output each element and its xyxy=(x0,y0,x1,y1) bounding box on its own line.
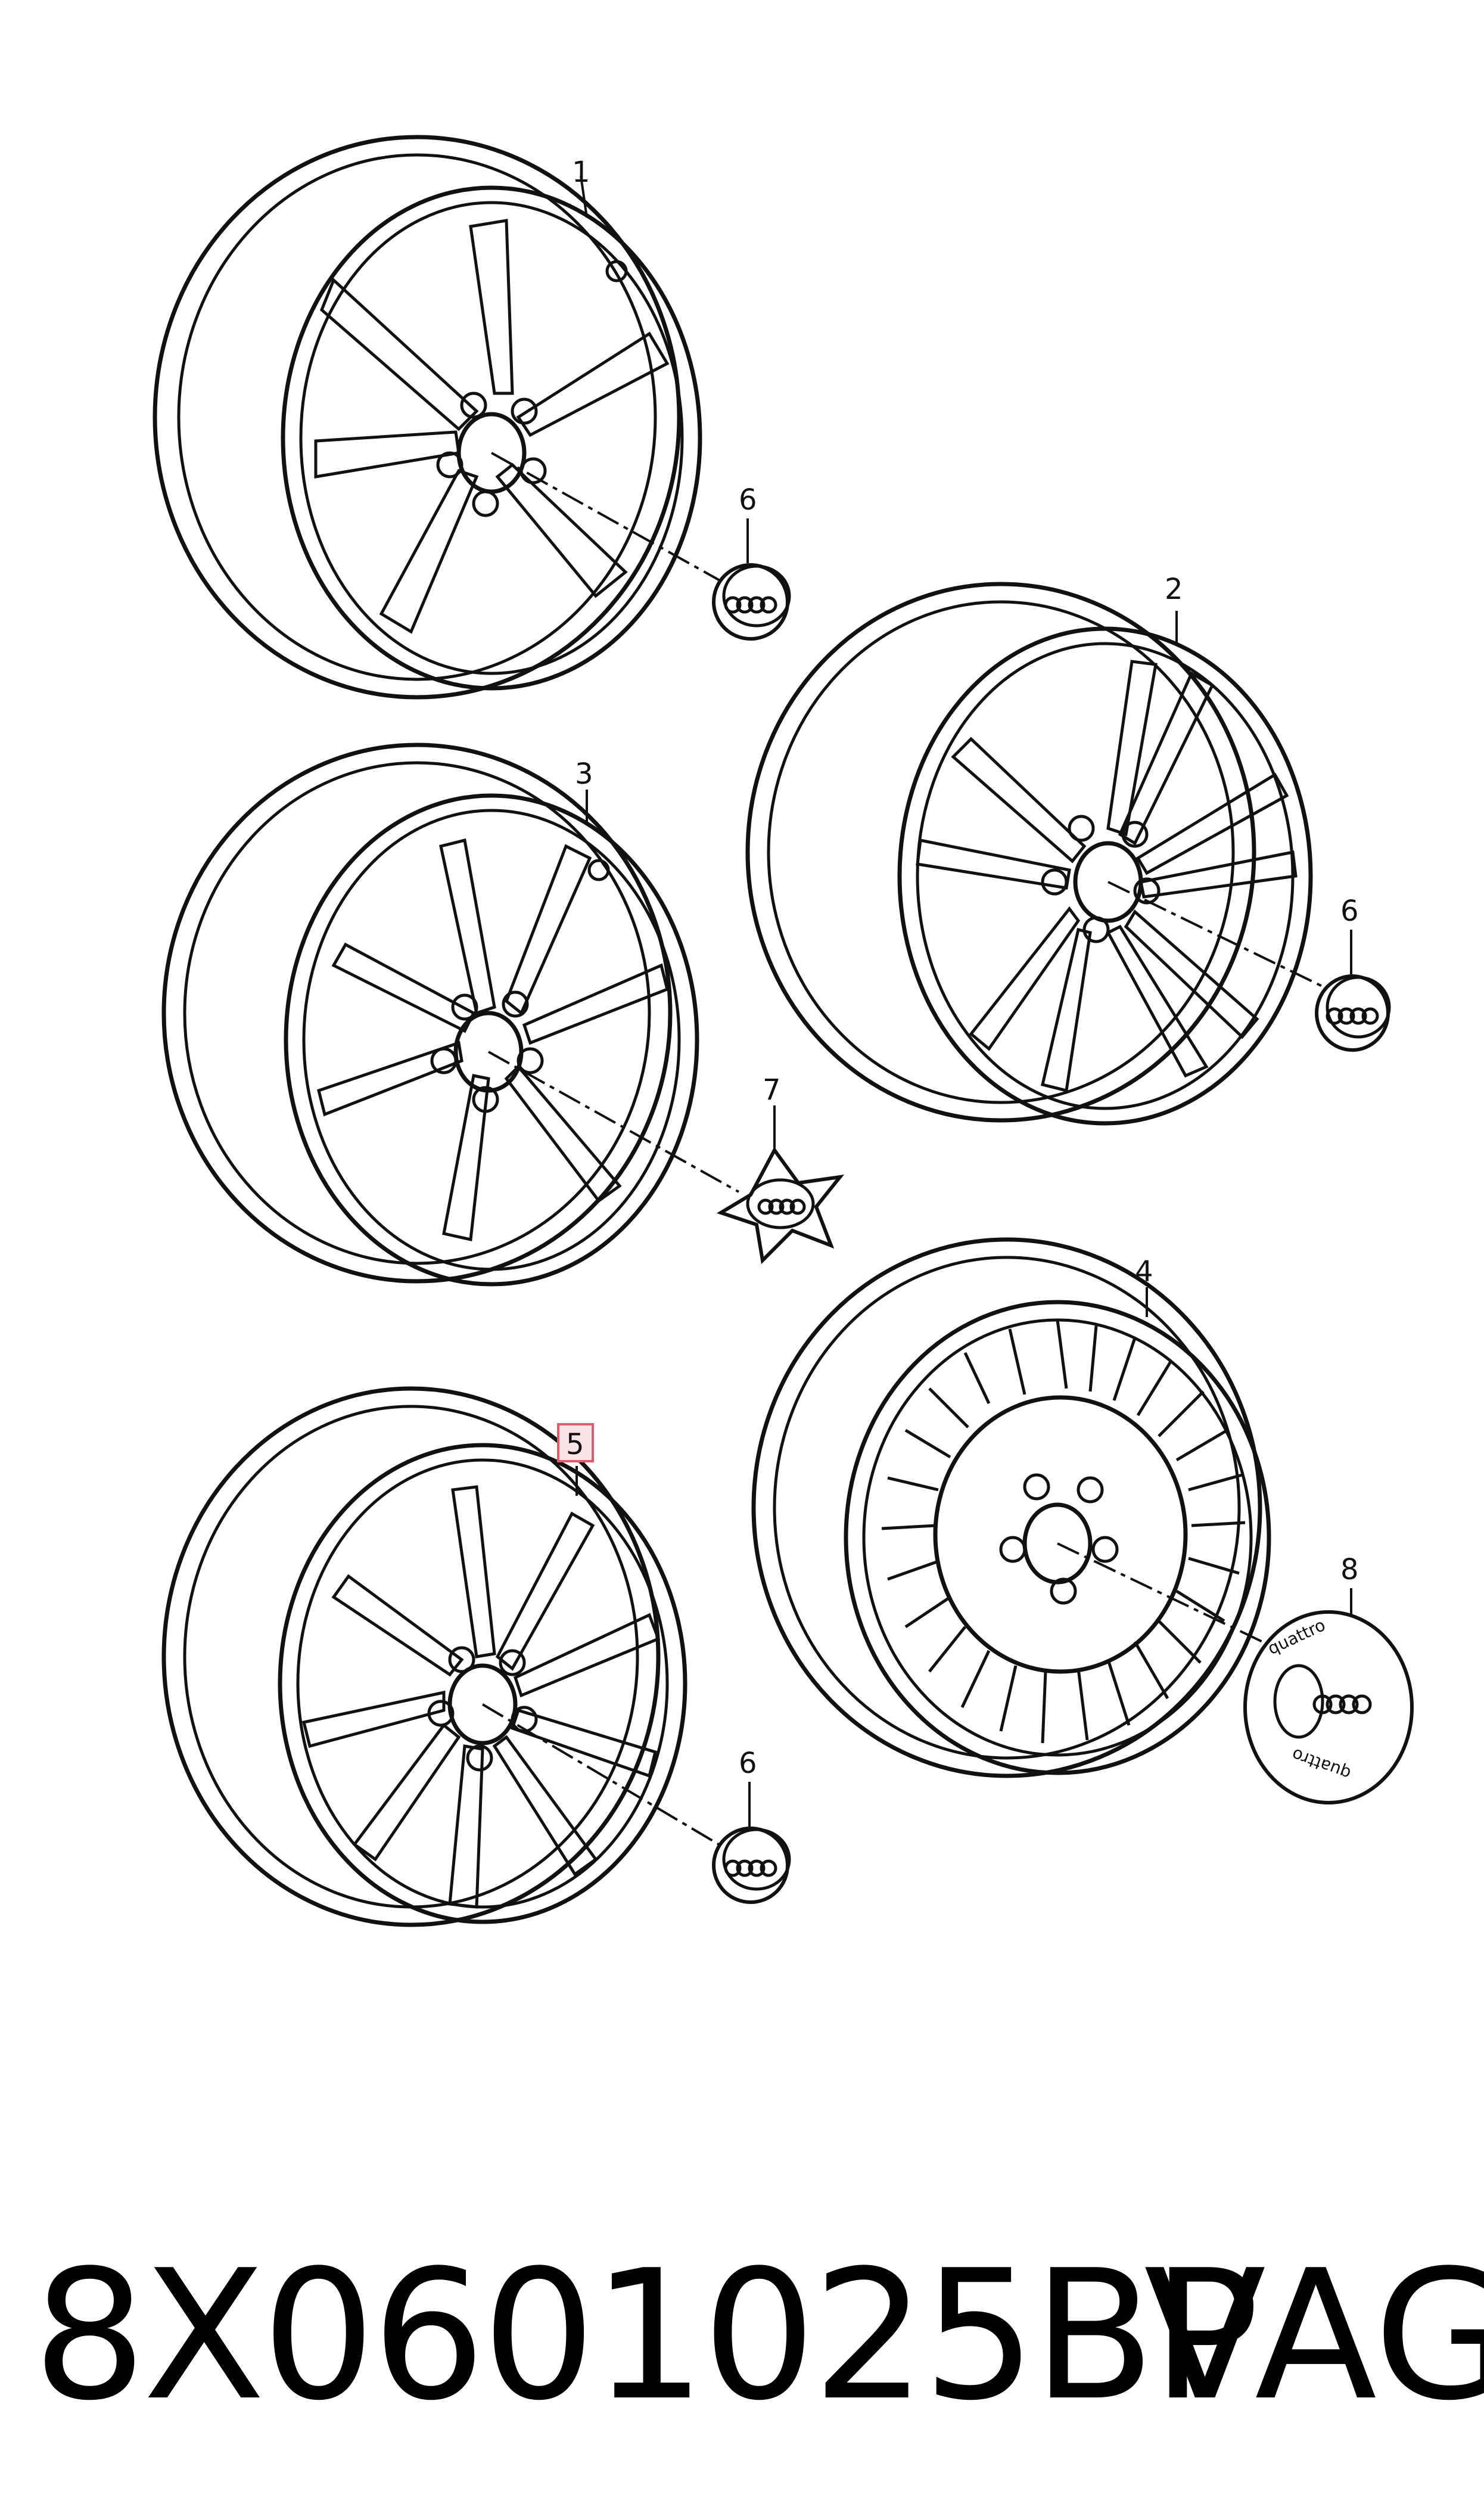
center-cap-6c: 6 xyxy=(712,1747,791,1904)
rings-logo-icon xyxy=(757,1198,806,1215)
center-cap-6b: 6 xyxy=(1315,894,1391,1052)
callout-1: 1 xyxy=(572,156,590,189)
wheel-5-bolt-holes xyxy=(427,1646,538,1772)
part-number-label: 8X0601025BP xyxy=(33,2232,1259,2440)
wheel-5: 5 xyxy=(161,1386,725,1927)
wheel-4-vanes xyxy=(881,1319,1246,1744)
callout-6b: 6 xyxy=(1340,894,1359,928)
center-cap-8: quattro quattro 8 xyxy=(1243,1553,1414,1804)
wheel-1-bolt-holes xyxy=(436,392,547,517)
wheel-3-spokes xyxy=(317,838,669,1242)
rings-logo-icon xyxy=(724,596,777,614)
wheel-2-bolt-holes xyxy=(1041,815,1161,943)
callout-4: 4 xyxy=(1135,1255,1153,1288)
callout-5-highlight-box xyxy=(557,1423,594,1462)
callout-3: 3 xyxy=(575,757,593,791)
wheel-3-bolt-holes xyxy=(430,990,544,1113)
callout-7: 7 xyxy=(763,1073,781,1107)
rings-logo-icon xyxy=(1326,1007,1379,1025)
wheel-1-spokes xyxy=(314,219,670,634)
wheel-4-bolt-holes xyxy=(999,1473,1119,1605)
rings-logo-icon xyxy=(1312,1694,1372,1714)
callout-6c: 6 xyxy=(739,1747,757,1780)
wheel-2-spokes xyxy=(916,660,1298,1093)
callout-6a: 6 xyxy=(739,483,757,517)
callout-2: 2 xyxy=(1165,573,1183,606)
callout-5: 5 xyxy=(566,1428,584,1461)
wheel-5-spokes xyxy=(301,1485,661,1909)
callout-8: 8 xyxy=(1340,1553,1359,1586)
brand-label: VAG xyxy=(1144,2232,1484,2440)
wheel-3: 3 xyxy=(161,743,739,1287)
center-cap-7: 7 xyxy=(716,1073,845,1265)
rings-logo-icon xyxy=(724,1859,777,1877)
wheel-2: 2 xyxy=(745,573,1335,1126)
wheel-4: 4 xyxy=(751,1237,1275,1778)
center-cap-6a: 6 xyxy=(712,483,791,641)
wheel-1: 1 xyxy=(153,135,721,700)
